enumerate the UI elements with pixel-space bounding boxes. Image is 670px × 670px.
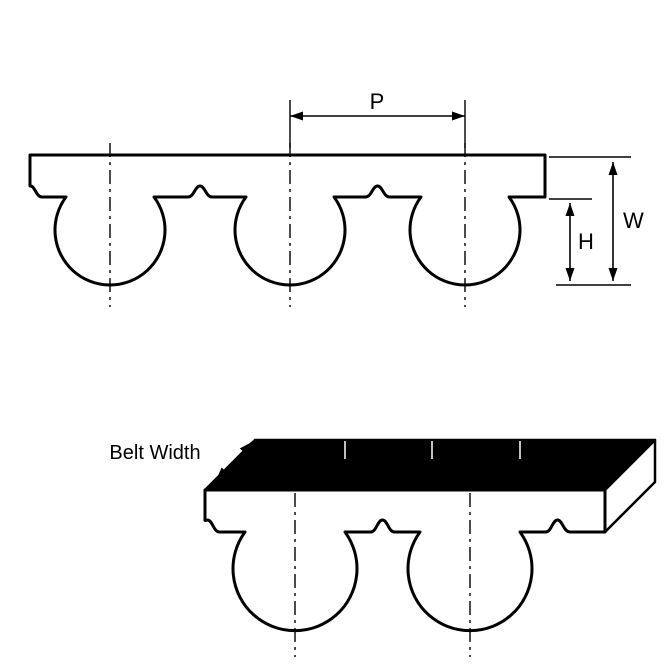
belt-width-callout: Belt Width xyxy=(109,441,253,481)
belt-cross-section-view: P W H xyxy=(28,89,644,307)
belt-top-surface xyxy=(203,438,657,492)
overall-height-dimension: W xyxy=(549,156,644,286)
belt-front-profile xyxy=(203,488,607,633)
pitch-label: P xyxy=(370,89,385,114)
belt-profile-outline xyxy=(28,153,547,287)
overall-height-label: W xyxy=(623,208,644,233)
belt-width-label: Belt Width xyxy=(109,442,200,464)
pitch-dimension: P xyxy=(289,89,466,148)
belt-width-arrow xyxy=(215,441,253,481)
belt-3d-view: Belt Width xyxy=(109,438,657,657)
tooth-height-label: H xyxy=(578,229,594,254)
tooth-height-dimension: H xyxy=(549,198,594,281)
